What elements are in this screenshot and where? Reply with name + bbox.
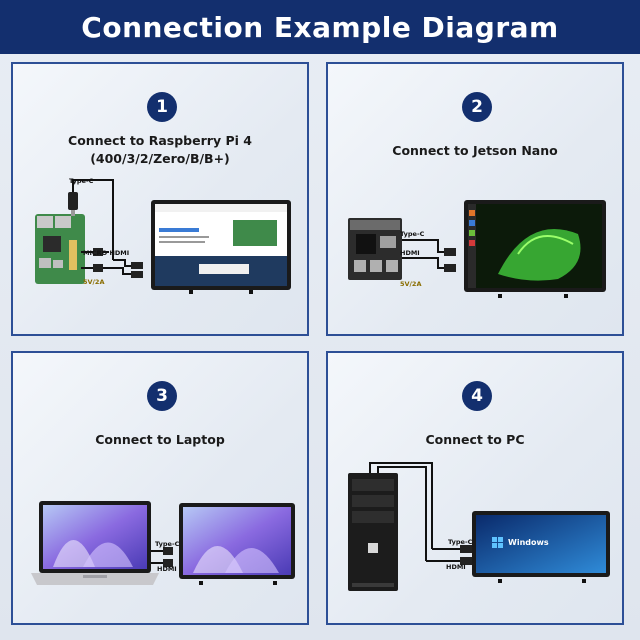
type-c-plug <box>68 192 78 216</box>
portable-monitor <box>464 200 606 298</box>
portable-monitor <box>472 511 610 583</box>
step-number-badge: 4 <box>462 381 492 411</box>
pc-tower <box>348 473 398 591</box>
step-number-badge: 1 <box>147 92 177 122</box>
cables <box>369 462 472 565</box>
panel-title: Connect to Laptop <box>95 432 225 447</box>
screen-windows-text: Windows <box>508 538 549 547</box>
portable-monitor <box>179 503 295 585</box>
panel-jetson-nano: 2 Connect to Jetson Nano <box>326 62 624 336</box>
cables <box>72 179 143 278</box>
laptop-connection-illustration <box>31 501 295 585</box>
portable-monitor <box>151 200 291 294</box>
laptop <box>31 501 159 585</box>
panel-laptop: 3 Connect to Laptop <box>11 351 309 625</box>
hdmi-label: HDMI <box>446 563 466 571</box>
jetson-nano-connection-illustration <box>348 200 606 298</box>
panel-pc: 4 Connect to PC <box>326 351 624 625</box>
raspberry-pi-board <box>35 214 85 284</box>
hdmi-label: HDMI <box>157 565 177 573</box>
hdmi-label: HDMI <box>400 249 420 257</box>
micro-hdmi-label: MICRO HDMI <box>83 249 130 257</box>
page-title: Connection Example Diagram <box>0 0 640 54</box>
panel-title: Connect to Jetson Nano <box>392 143 558 158</box>
power-label: 5V/2A <box>400 280 422 288</box>
type-c-label: Type-C <box>400 230 425 238</box>
type-c-label: Type-C <box>155 540 180 548</box>
type-c-label: Type-C <box>69 177 94 185</box>
cables <box>151 547 173 567</box>
panel-subtitle: (400/3/2/Zero/B/B+) <box>90 151 230 166</box>
type-c-label: Type-C <box>448 538 473 546</box>
panel-raspberry-pi: 1 Connect to Raspberry Pi 4 (400/3/2/Zer… <box>11 62 309 336</box>
step-number-badge: 2 <box>462 92 492 122</box>
power-label: 5V/2A <box>83 278 105 286</box>
pc-connection-illustration <box>348 462 610 591</box>
panel-title: Connect to PC <box>425 432 525 447</box>
cables <box>402 239 456 272</box>
jetson-nano-board <box>348 218 402 280</box>
step-number-badge: 3 <box>147 381 177 411</box>
raspberry-pi-connection-illustration <box>35 179 291 294</box>
panel-title: Connect to Raspberry Pi 4 <box>68 133 252 148</box>
